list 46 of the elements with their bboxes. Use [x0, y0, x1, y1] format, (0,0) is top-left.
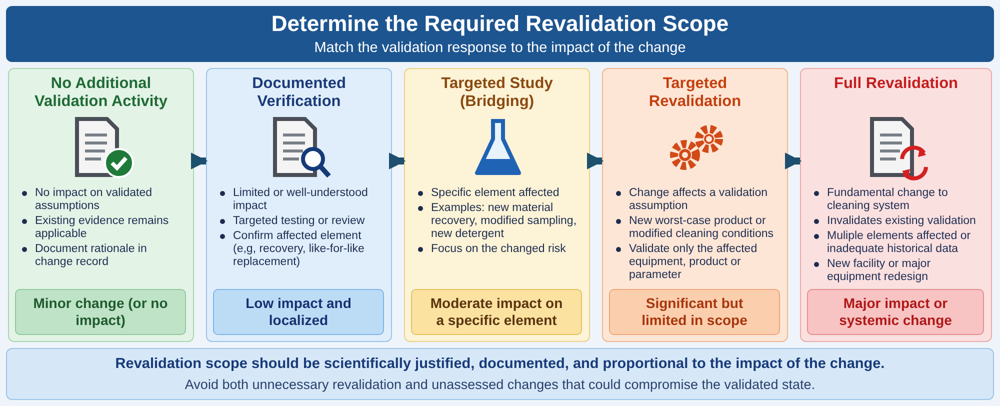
arrow	[388, 152, 406, 170]
bullet-text: Document rationale in change record	[35, 243, 148, 269]
stage-heading: Targeted Revalidation	[648, 75, 742, 111]
bullet-text: Limited or well-understood impact	[233, 187, 369, 213]
bullet-text: Change affects a validation assumption	[629, 187, 769, 213]
stage-heading: Documented Verification	[251, 75, 347, 111]
title: Determine the Required Revalidation Scope	[271, 11, 729, 37]
bullet-text: Examples: new material recovery, modified sampling, new detergent	[431, 202, 578, 241]
stage-heading: Full Revalidation	[832, 75, 959, 93]
impact-text: Low impact and localized	[244, 295, 352, 329]
impact-text: Minor change (or no impact)	[32, 295, 169, 329]
stage-card	[8, 68, 194, 342]
title-banner	[6, 6, 994, 62]
stage-heading: Targeted Study (Bridging)	[440, 75, 554, 111]
bullet-text: Fundamental change to cleaning system	[827, 187, 949, 213]
summary-banner	[6, 348, 994, 400]
bullet-text: Specific element affected	[431, 187, 560, 200]
summary-statement: Revalidation scope should be scientifically justified, documented, and proportional to the impact of the change.	[115, 356, 885, 372]
impact-text: Significant but limited in scope	[640, 295, 748, 329]
impact-box	[411, 289, 582, 335]
bullet-text: New worst-case product or modified cleaning conditions	[629, 215, 774, 241]
bullet-text: Validate only the affected equipment, product or parameter	[629, 243, 758, 282]
impact-box	[807, 289, 984, 335]
bullet-text: New facility or major equipment redesign	[827, 258, 932, 284]
impact-text: Moderate impact on a specific element	[429, 295, 564, 329]
impact-box	[609, 289, 780, 335]
subtitle: Match the validation response to the impact of the change	[314, 40, 686, 56]
arrow	[784, 152, 802, 170]
stage-card	[800, 68, 992, 342]
impact-box	[213, 289, 384, 335]
bullet-text: Existing evidence remains applicable	[35, 215, 170, 241]
bullet-text: Muliple elements affected or inadequate historical data	[827, 230, 972, 256]
bullet-text: Targeted testing or review	[233, 215, 366, 228]
bullet-text: No impact on validated assumptions	[35, 187, 153, 213]
arrow	[586, 152, 604, 170]
arrow	[190, 152, 208, 170]
impact-box	[15, 289, 186, 335]
impact-text: Major impact or systemic change	[838, 295, 953, 329]
stage-card	[404, 68, 590, 342]
bullet-text: Invalidates existing validation	[827, 215, 977, 228]
summary-note: Avoid both unnecessary revalidation and unassessed changes that could compromise the validated state.	[184, 377, 816, 392]
stage-heading: No Additional Validation Activity	[34, 75, 168, 111]
stage-card	[602, 68, 788, 342]
stage-card	[206, 68, 392, 342]
bullet-text: Confirm affected element (e,g, recovery, like-for-like replacement)	[233, 230, 366, 269]
bullet-text: Focus on the changed risk	[431, 243, 567, 256]
